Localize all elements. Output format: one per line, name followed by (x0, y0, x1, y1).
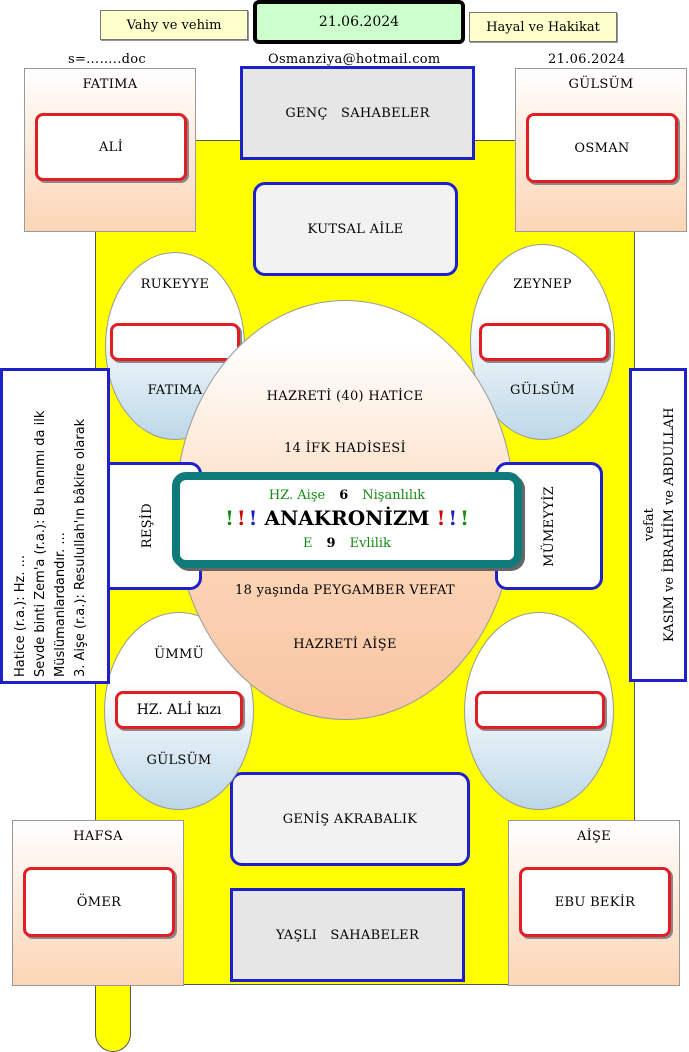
left-note-box: Hatice (r.a.): Hz. ... Sevde binti Zem'a… (0, 368, 110, 684)
title-bottom-left: E (303, 536, 313, 551)
title-top-left: HZ. Aişe (268, 488, 326, 503)
group-old-companions: YAŞLI SAHABELER (230, 888, 465, 982)
file-label: s=……..doc (68, 52, 146, 67)
center-line-3: 18 yaşında PEYGAMBER VEFAT (235, 583, 455, 598)
corner-title: HAFSA (73, 828, 123, 844)
banner-right: Hayal ve Hakikat (469, 12, 617, 42)
oval-name-box: HZ. ALİ kızı (115, 691, 243, 729)
group-wide-kinship: GENİŞ AKRABALIK (230, 772, 470, 866)
left-note-text: Hatice (r.a.): Hz. ... Sevde binti Zem'a… (11, 377, 91, 677)
title-top-num: 6 (339, 488, 349, 503)
left-note-line: Sevde binti Zem'a (r.a.): Bu hanımı da i… (33, 410, 48, 677)
mark-right-1: ! (436, 506, 446, 530)
corner-name-box: OSMAN (526, 113, 678, 183)
mark-right-2: ! (448, 506, 458, 530)
oval-empty-box (479, 323, 609, 361)
center-line-1: HAZRETİ (40) HATİCE (266, 389, 424, 404)
title-top-right: Nişanlılık (362, 488, 426, 503)
corner-name: EBU BEKİR (554, 894, 636, 910)
oval-top-left: RUKEYYE FATIMA (105, 252, 245, 440)
corner-name-box: ALİ (35, 113, 187, 181)
oval-bottom-label: GÜLSÜM (146, 753, 212, 768)
email: Osmanziya@hotmail.com (268, 52, 441, 67)
right-note-top: vefat (642, 508, 657, 542)
title-top-row: HZ. Aişe 6 Nişanlılık (180, 488, 514, 503)
corner-name: ÖMER (76, 894, 122, 910)
corner-name-box: ÖMER (23, 867, 175, 937)
corner-title: FATIMA (82, 76, 138, 92)
corner-card-top-left: FATIMA ALİ (24, 68, 196, 232)
oval-bottom-right (464, 612, 614, 810)
center-line-2: 14 İFK HADİSESİ (284, 441, 406, 456)
title-bottom-right: Evlilik (349, 536, 391, 551)
date-small: 21.06.2024 (548, 52, 626, 67)
mark-left-3: ! (248, 506, 258, 530)
left-note-line: 3. Aişe (r.a.): Resulullah'ın bâkire ola… (73, 418, 88, 677)
banner-left-text: Vahy ve vehim (126, 17, 222, 33)
group-holy-family-label: KUTSAL AİLE (307, 221, 404, 237)
table-leg (95, 980, 131, 1052)
corner-name: ALİ (98, 139, 124, 155)
corner-title: AİŞE (576, 828, 612, 844)
corner-name-box: EBU BEKİR (519, 867, 671, 937)
oval-top-label: RUKEYYE (140, 277, 210, 292)
oval-top-label: ÜMMÜ (154, 647, 204, 662)
right-note-box: vefat KASIM ve İBRAHİM ve ABDULLAH (629, 368, 687, 682)
oval-top-label: ZEYNEP (513, 277, 572, 292)
oval-name: HZ. ALİ kızı (136, 702, 222, 718)
title-bottom-num: 9 (326, 536, 336, 551)
oval-top-right: ZEYNEP GÜLSÜM (470, 244, 615, 440)
left-note-line: Müslümanlardandır. ... (53, 532, 68, 677)
oval-empty-box (110, 323, 240, 361)
right-note-bottom: KASIM ve İBRAHİM ve ABDULLAH (662, 407, 677, 643)
corner-name: OSMAN (574, 140, 630, 156)
group-wide-kinship-label: GENİŞ AKRABALIK (282, 811, 418, 827)
chair-right-label: MÜMEYYİZ (541, 485, 557, 567)
group-young-label: GENÇ SAHABELER (285, 105, 430, 121)
banner-right-text: Hayal ve Hakikat (486, 19, 600, 35)
oval-bottom-label: FATIMA (147, 383, 203, 398)
group-old-label: YAŞLI SAHABELER (275, 927, 420, 943)
corner-card-top-right: GÜLSÜM OSMAN (515, 68, 687, 232)
mark-right-3: ! (460, 506, 469, 530)
corner-card-bottom-left: HAFSA ÖMER (12, 820, 184, 986)
date-main: 21.06.2024 (318, 14, 400, 30)
center-line-4: HAZRETİ AİŞE (293, 637, 397, 652)
date-box: 21.06.2024 (253, 0, 465, 44)
corner-title: GÜLSÜM (568, 76, 634, 92)
anachronism-title: ANAKRONİZM (264, 506, 430, 530)
right-note-text: vefat KASIM ve İBRAHİM ve ABDULLAH (640, 375, 680, 675)
group-young-companions: GENÇ SAHABELER (240, 66, 475, 160)
banner-left: Vahy ve vehim (100, 10, 248, 40)
chair-left-label: REŞİD (139, 503, 155, 549)
corner-card-bottom-right: AİŞE EBU BEKİR (508, 820, 680, 986)
title-bottom-row: E 9 Evlilik (180, 536, 514, 551)
mark-left-1: ! (225, 506, 234, 530)
anachronism-box: HZ. Aişe 6 Nişanlılık ! ! ! ANAKRONİZM !… (172, 472, 522, 568)
left-note-line: Hatice (r.a.): Hz. ... (13, 554, 28, 677)
title-main-row: ! ! ! ANAKRONİZM ! ! ! (180, 506, 514, 530)
group-holy-family: KUTSAL AİLE (253, 182, 458, 276)
mark-left-2: ! (236, 506, 246, 530)
oval-empty-box (475, 691, 605, 729)
oval-bottom-label: GÜLSÜM (510, 383, 575, 398)
